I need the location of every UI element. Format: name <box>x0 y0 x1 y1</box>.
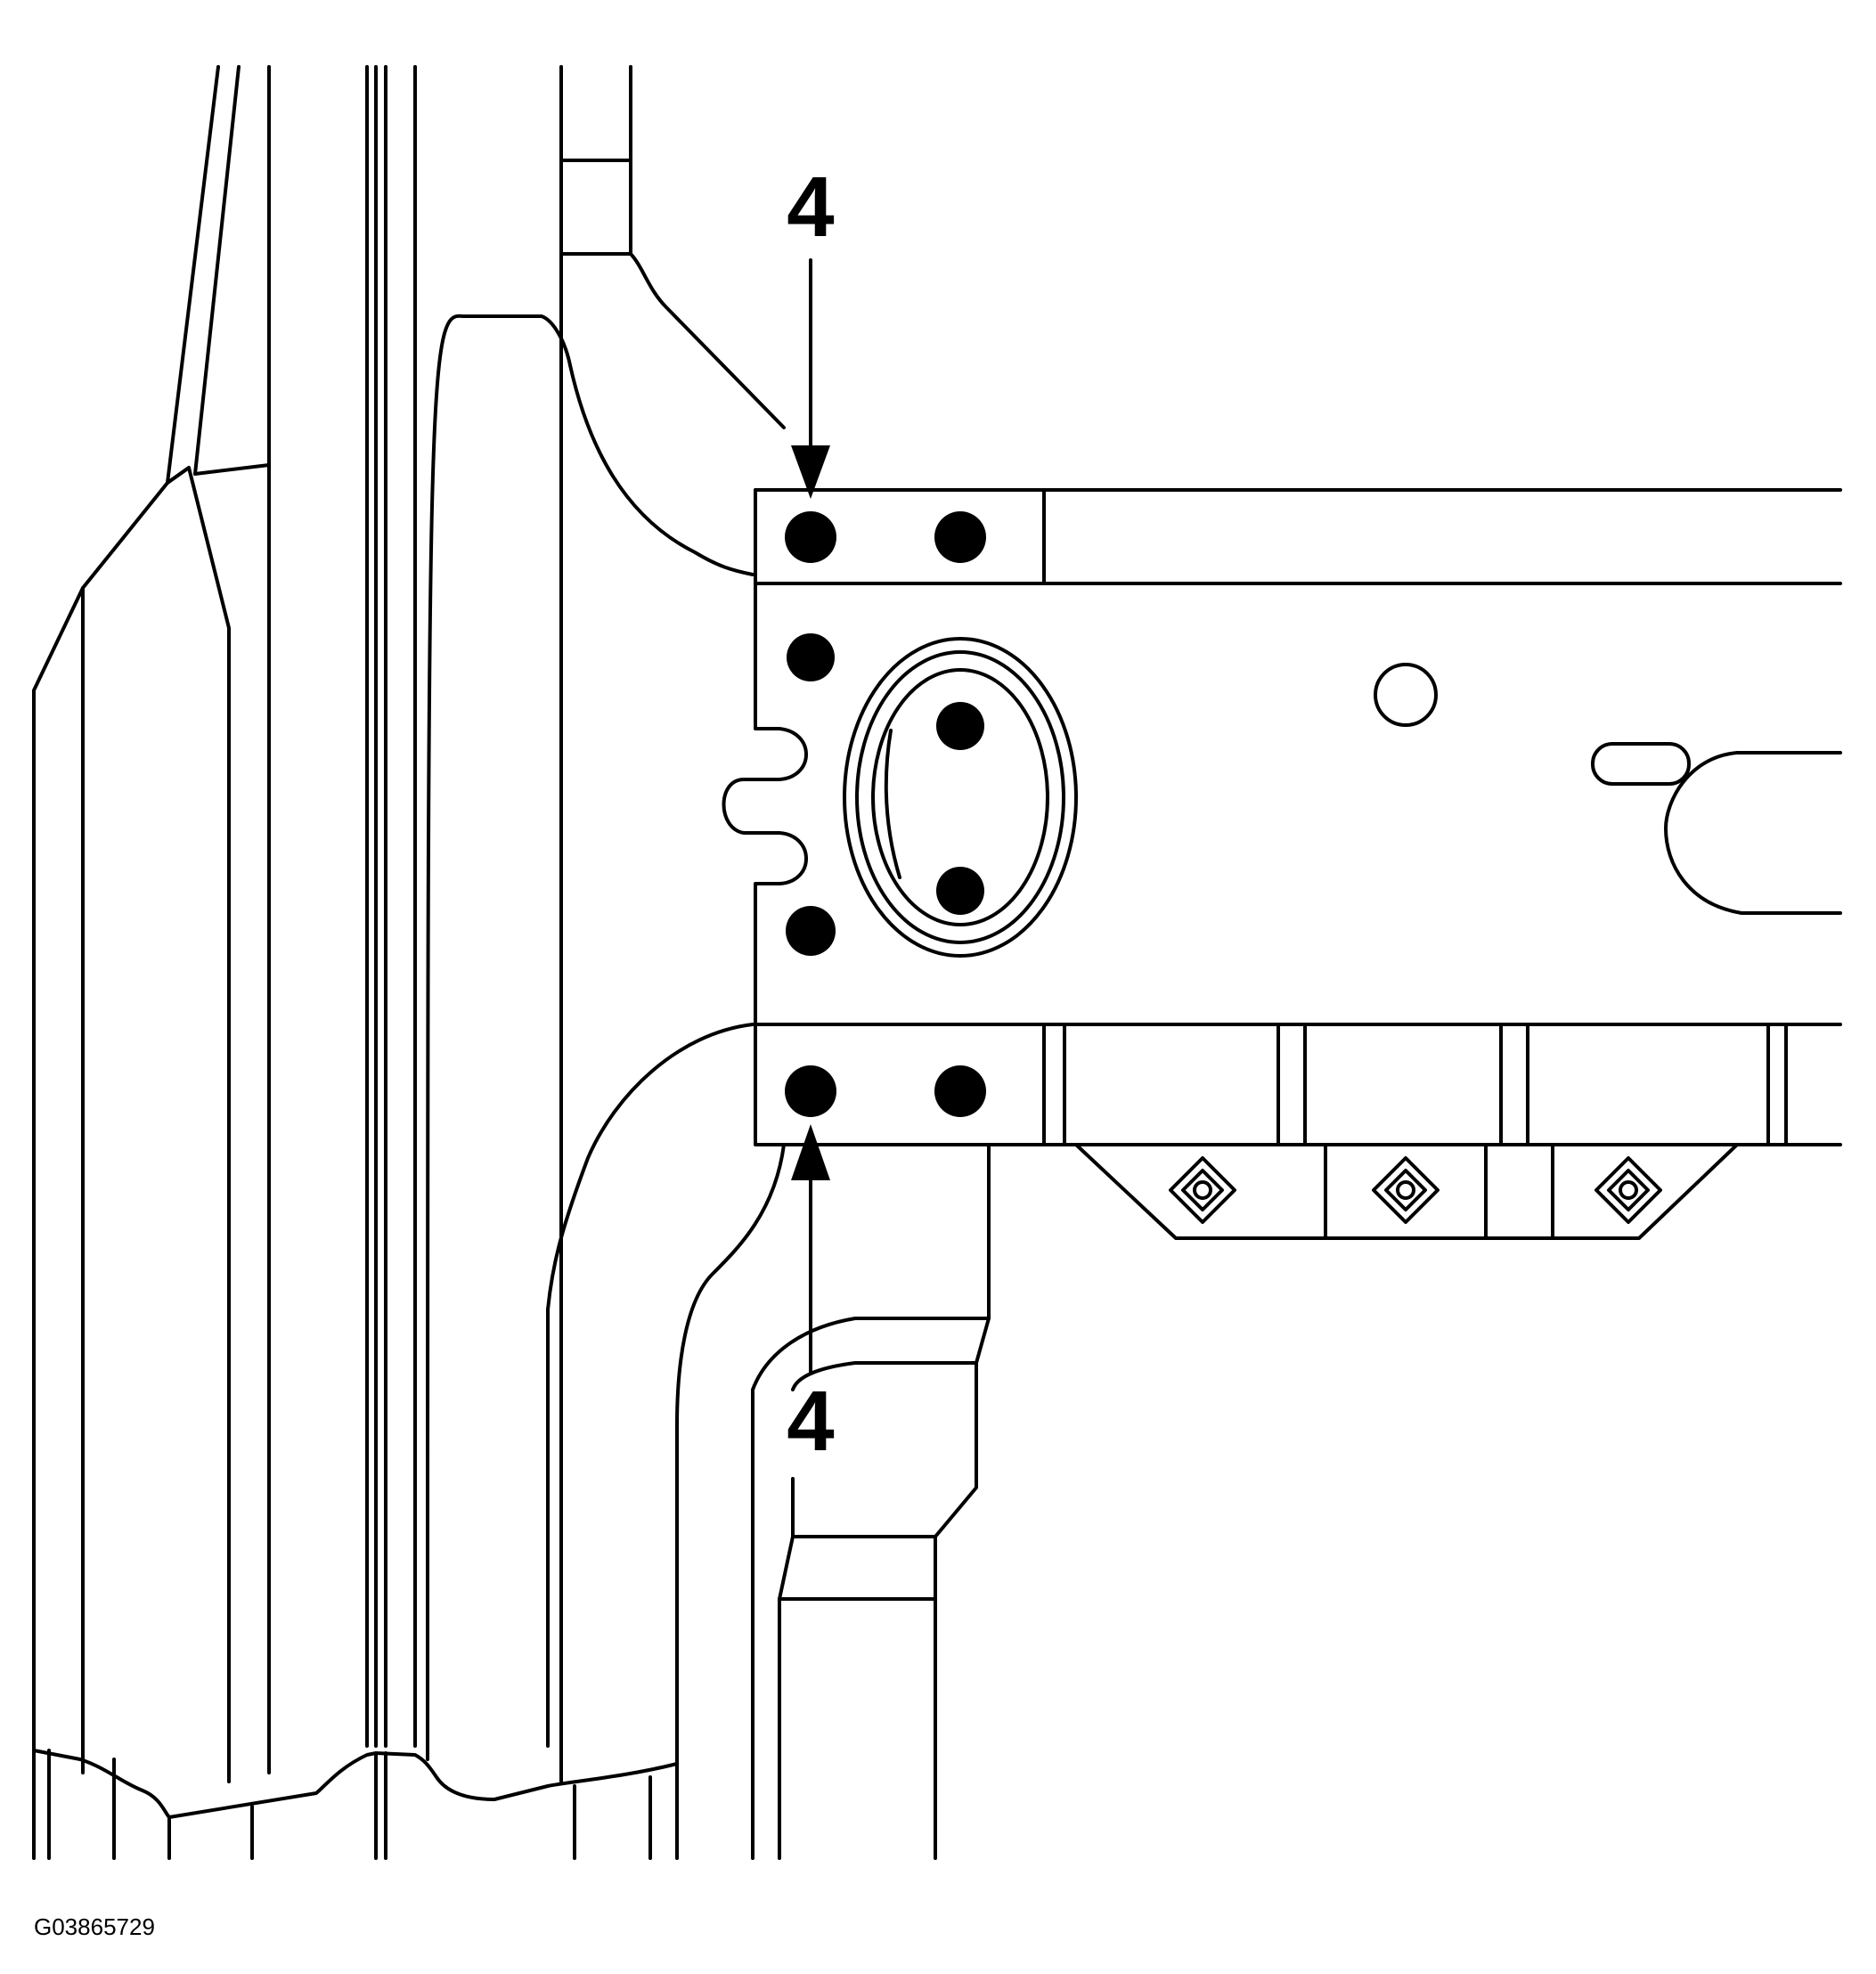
graphic-code: G03865729 <box>34 1913 155 1940</box>
weld-spot <box>787 633 835 681</box>
diamond-fastener <box>1372 1156 1440 1224</box>
oval-emboss <box>843 637 1078 958</box>
callout-label-top: 4 <box>787 159 834 255</box>
lower-rail <box>1074 1143 1739 1240</box>
callout-arrow-top <box>791 258 830 499</box>
weld-spot <box>785 511 836 563</box>
weld-spots <box>785 511 986 1117</box>
holes <box>1374 663 1842 915</box>
diamond-fastener <box>1595 1156 1662 1224</box>
weld-spot <box>786 906 836 956</box>
bracket-plate <box>722 488 1842 1146</box>
callout-arrow-bottom <box>791 1124 830 1374</box>
bottom-profile <box>32 1749 679 1860</box>
weld-spot <box>934 511 986 563</box>
weld-spot <box>936 867 984 915</box>
weld-spot <box>785 1065 836 1117</box>
weld-spot <box>934 1065 986 1117</box>
diamond-fastener <box>1169 1156 1236 1224</box>
lower-structure <box>546 1023 991 1860</box>
weld-spot <box>936 702 984 750</box>
left-pillar <box>32 65 271 1855</box>
callout-label-bottom: 4 <box>787 1374 834 1469</box>
center-pillar <box>365 65 572 1783</box>
upper-rail <box>559 65 786 576</box>
